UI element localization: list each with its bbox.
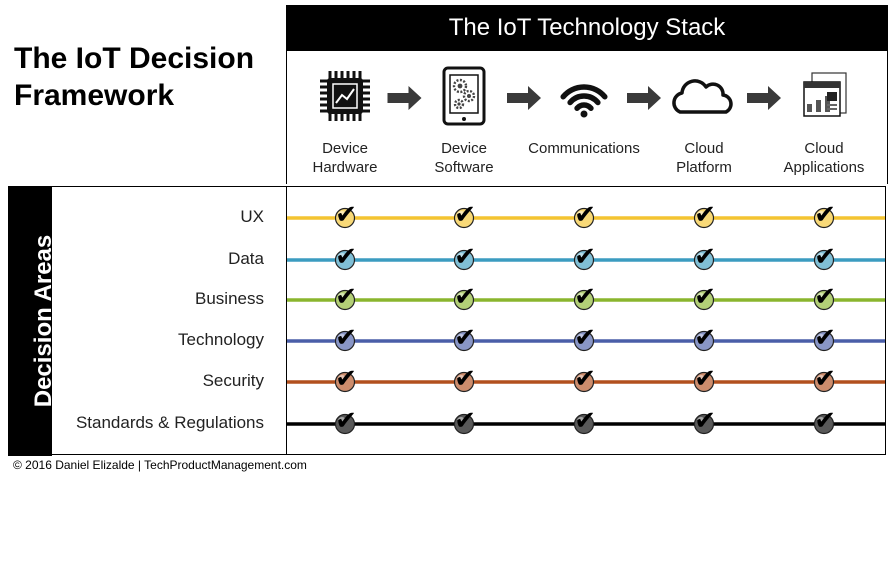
check-mark-5-3: ✔ [693, 406, 716, 436]
check-mark-5-0: ✔ [334, 406, 357, 436]
svg-text:✔: ✔ [694, 406, 716, 436]
svg-text:✔: ✔ [454, 242, 476, 272]
check-mark-2-3: ✔ [693, 282, 716, 312]
check-mark-5-2: ✔ [573, 406, 596, 436]
stack-divider [286, 186, 287, 455]
check-mark-5-4: ✔ [813, 406, 836, 436]
stack-arrow-3 [747, 86, 781, 110]
svg-text:✔: ✔ [574, 242, 596, 272]
svg-text:✔: ✔ [574, 200, 596, 230]
decision-area-label-0: UX [240, 207, 264, 226]
stack-header: The IoT Technology Stack [286, 5, 888, 51]
check-mark-4-2: ✔ [573, 364, 596, 394]
svg-text:✔: ✔ [814, 364, 836, 394]
decision-areas-band [8, 186, 52, 456]
check-mark-4-4: ✔ [813, 364, 836, 394]
check-mark-2-2: ✔ [573, 282, 596, 312]
decision-area-label-2: Business [195, 289, 264, 308]
check-mark-3-3: ✔ [693, 323, 716, 353]
check-mark-5-1: ✔ [453, 406, 476, 436]
chip-icon [320, 71, 370, 121]
svg-text:✔: ✔ [694, 323, 716, 353]
check-mark-1-4: ✔ [813, 242, 836, 272]
check-mark-1-2: ✔ [573, 242, 596, 272]
check-mark-0-2: ✔ [573, 200, 596, 230]
check-mark-1-1: ✔ [453, 242, 476, 272]
svg-text:✔: ✔ [574, 406, 596, 436]
svg-text:✔: ✔ [454, 323, 476, 353]
check-mark-2-0: ✔ [334, 282, 357, 312]
svg-text:✔: ✔ [335, 282, 357, 312]
check-mark-4-1: ✔ [453, 364, 476, 394]
check-mark-4-3: ✔ [693, 364, 716, 394]
svg-text:✔: ✔ [694, 200, 716, 230]
svg-text:✔: ✔ [335, 323, 357, 353]
svg-text:✔: ✔ [814, 282, 836, 312]
check-mark-3-2: ✔ [573, 323, 596, 353]
svg-text:✔: ✔ [694, 282, 716, 312]
svg-text:✔: ✔ [454, 282, 476, 312]
decision-area-label-1: Data [228, 249, 264, 268]
framework-title: The IoT Decision Framework [14, 42, 255, 112]
svg-text:✔: ✔ [694, 242, 716, 272]
svg-text:✔: ✔ [814, 406, 836, 436]
check-mark-4-0: ✔ [334, 364, 357, 394]
svg-text:✔: ✔ [454, 406, 476, 436]
cloud-icon [672, 79, 733, 114]
svg-text:✔: ✔ [454, 364, 476, 394]
decision-area-label-4: Security [202, 371, 264, 390]
decision-area-label-3: Technology [177, 330, 264, 349]
check-mark-0-1: ✔ [453, 200, 476, 230]
diagram-canvas: ✔ ✔ ✔ ✔ ✔ ✔ ✔ ✔ ✔ ✔ ✔ ✔ ✔ ✔ ✔ ✔ ✔ ✔ ✔ ✔ ✔ ✔ ✔ ✔ ✔ ✔ ✔ ✔ ✔ ✔ [287, 66, 885, 436]
decision-area-label-5: Standards & Regulations [75, 413, 264, 432]
wifi-icon [560, 84, 608, 118]
svg-text:✔: ✔ [574, 323, 596, 353]
svg-text:✔: ✔ [814, 200, 836, 230]
check-mark-1-0: ✔ [334, 242, 357, 272]
stack-arrow-1 [507, 86, 541, 110]
check-mark-3-4: ✔ [813, 323, 836, 353]
stack-arrow-2 [627, 86, 661, 110]
check-mark-2-4: ✔ [813, 282, 836, 312]
svg-text:✔: ✔ [814, 242, 836, 272]
dashboard-window-icon [803, 72, 847, 117]
svg-text:✔: ✔ [335, 242, 357, 272]
svg-text:✔: ✔ [335, 364, 357, 394]
svg-text:✔: ✔ [335, 200, 357, 230]
check-mark-2-1: ✔ [453, 282, 476, 312]
svg-text:✔: ✔ [814, 323, 836, 353]
svg-text:✔: ✔ [335, 406, 357, 436]
check-mark-0-0: ✔ [334, 200, 357, 230]
check-mark-0-3: ✔ [693, 200, 716, 230]
check-mark-3-0: ✔ [334, 323, 357, 353]
check-mark-0-4: ✔ [813, 200, 836, 230]
stack-box [286, 51, 888, 184]
check-mark-1-3: ✔ [693, 242, 716, 272]
svg-text:✔: ✔ [574, 364, 596, 394]
svg-text:✔: ✔ [454, 200, 476, 230]
stack-arrow-0 [387, 86, 422, 110]
copyright: © 2016 Daniel Elizalde | TechProductMana… [13, 458, 307, 472]
svg-text:✔: ✔ [574, 282, 596, 312]
check-mark-3-1: ✔ [453, 323, 476, 353]
stack-title: The IoT Technology Stack [448, 14, 726, 41]
svg-text:✔: ✔ [694, 364, 716, 394]
tablet-gears-icon [442, 66, 486, 126]
column-label-2: Communications [528, 140, 640, 157]
